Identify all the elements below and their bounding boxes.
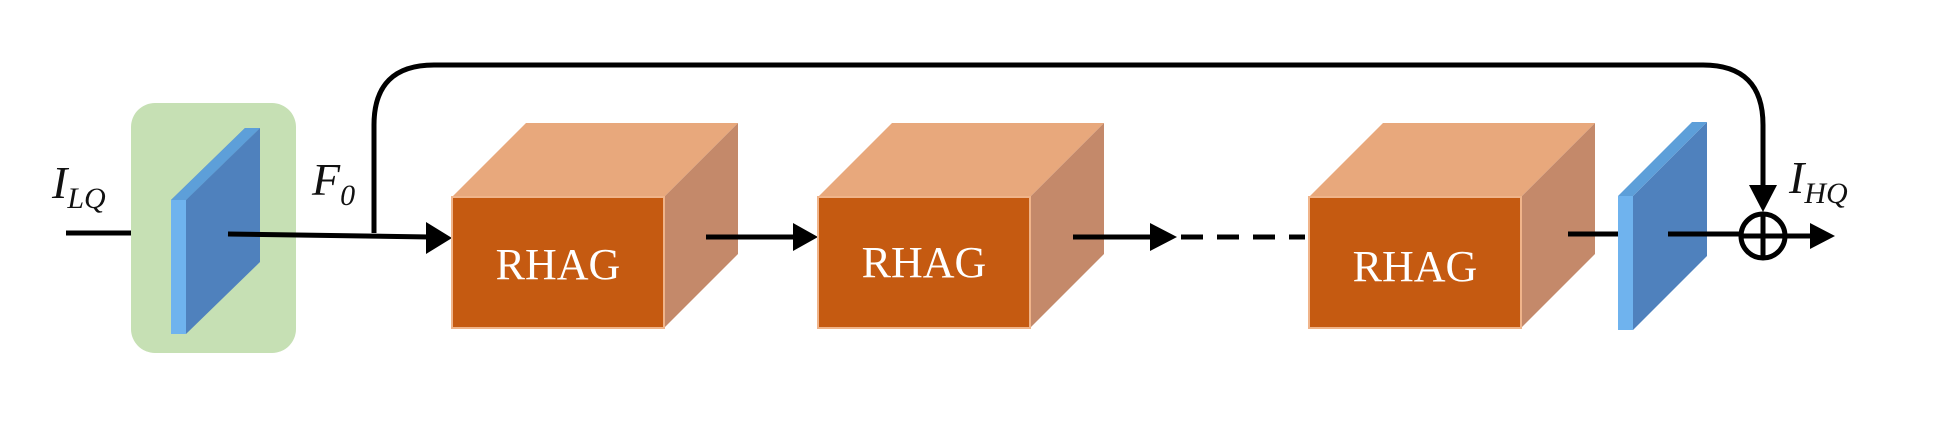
output-arrowhead (1810, 223, 1835, 249)
arrow-1-2-head (793, 223, 818, 251)
final-conv-front-face (1633, 122, 1707, 330)
feature-arrowhead (426, 222, 452, 254)
rhag-block-1-front (451, 196, 665, 329)
rhag-block-2-side (1030, 123, 1104, 328)
conv-side-face (171, 200, 186, 334)
final-conv-layer (1618, 122, 1707, 330)
rhag-block-3-label: RHAG (1353, 242, 1478, 291)
feature-line (227, 231, 431, 240)
add-node (1738, 211, 1788, 261)
rhag-block-1-side (664, 123, 738, 328)
rhag-block-3-side (1521, 123, 1595, 328)
rhag-block-3-front (1308, 196, 1522, 329)
rhag-block-1-label: RHAG (496, 240, 621, 289)
rhag-block-3-top (1309, 123, 1595, 197)
rhag-block-1-top (452, 123, 738, 197)
conv-front-face (186, 128, 260, 334)
skip-connection-arrowhead (1749, 185, 1777, 212)
final-conv-side-face (1618, 196, 1633, 330)
feature-label: F0 (311, 154, 355, 212)
rhag-block-3: RHAG (1308, 123, 1595, 329)
skip-connection (371, 62, 1766, 233)
rhag-block-1: RHAG (451, 123, 738, 329)
rhag-block-2: RHAG (817, 123, 1104, 329)
output-label: IHQ (1788, 152, 1848, 210)
rhag-block-2-front (817, 196, 1031, 329)
conv-side-top (171, 128, 260, 200)
shallow-conv-layer (131, 103, 296, 353)
rhag-block-2-top (818, 123, 1104, 197)
rhag-block-2-label: RHAG (862, 238, 987, 287)
arrow-2-ellipsis-head (1150, 223, 1177, 251)
final-conv-side-top (1618, 122, 1707, 196)
input-label: ILQ (51, 157, 106, 215)
